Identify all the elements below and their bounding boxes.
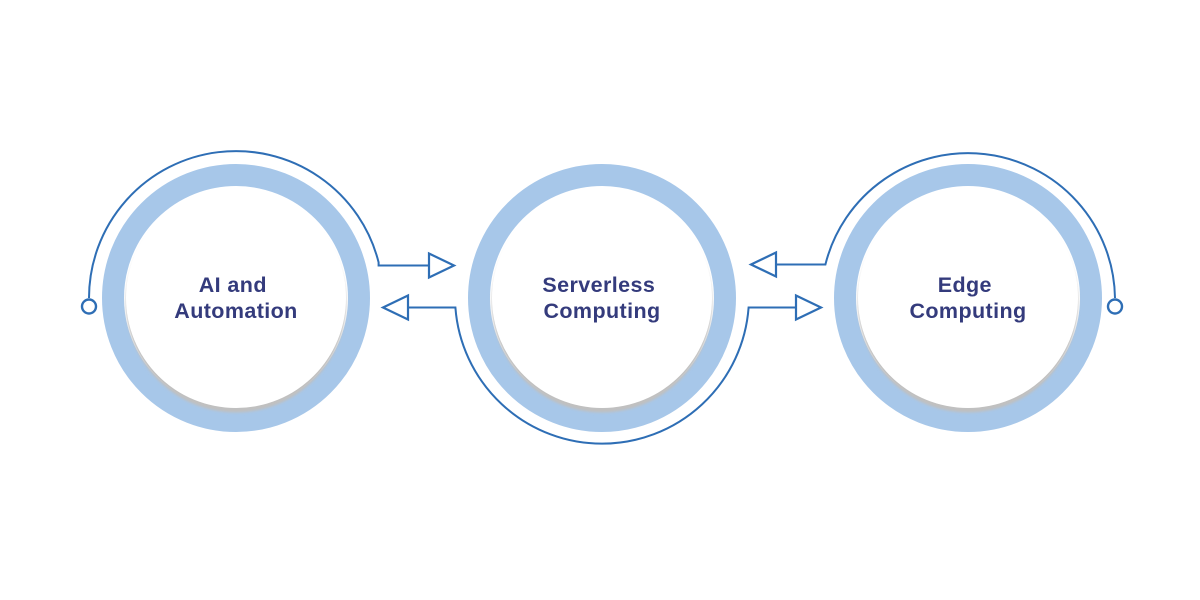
node-serverless-computing: Serverless Computing	[468, 164, 736, 432]
node-inner-disc	[492, 188, 712, 408]
middle-loop-arc	[408, 306, 796, 445]
node-ring	[102, 164, 370, 432]
connector-right-loop	[748, 152, 1124, 315]
node-ring	[834, 164, 1102, 432]
connector-left-loop	[80, 150, 457, 315]
node-edge-computing: Edge Computing	[834, 164, 1102, 432]
node-label: Edge Computing	[909, 273, 1026, 323]
node-inner-disc	[126, 188, 346, 408]
arrow-right-to-middle-icon	[427, 251, 457, 280]
node-inner-disc	[858, 188, 1078, 408]
node-label: Serverless Computing	[542, 273, 661, 323]
arrow-left-to-left-node-icon	[380, 293, 410, 322]
right-loop-end-dot	[1106, 298, 1124, 315]
left-loop-arc	[88, 150, 429, 299]
node-ring	[468, 164, 736, 432]
arrow-right-to-right-node-icon	[794, 293, 824, 322]
node-label: AI and Automation	[174, 273, 297, 323]
left-loop-end-dot	[80, 298, 98, 315]
right-loop-arc	[776, 152, 1116, 299]
node-ai-and-automation: AI and Automation	[102, 164, 370, 432]
arrow-left-to-middle-icon	[748, 250, 778, 279]
connector-middle-loop	[380, 293, 824, 445]
